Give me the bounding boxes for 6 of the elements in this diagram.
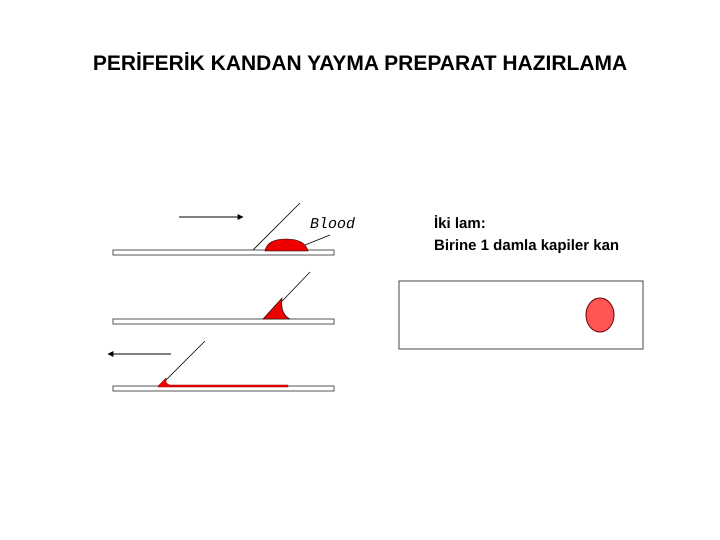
part-label: Blood (310, 216, 362, 234)
note-text: İki lam: (434, 215, 486, 232)
note-text: Birine 1 damla kapiler kan (434, 237, 620, 254)
leader-line (304, 234, 330, 246)
blood-drop (265, 239, 308, 251)
title: PERİFERİK KANDAN YAYMA PREPARAT HAZIRLAMA (92, 52, 628, 76)
